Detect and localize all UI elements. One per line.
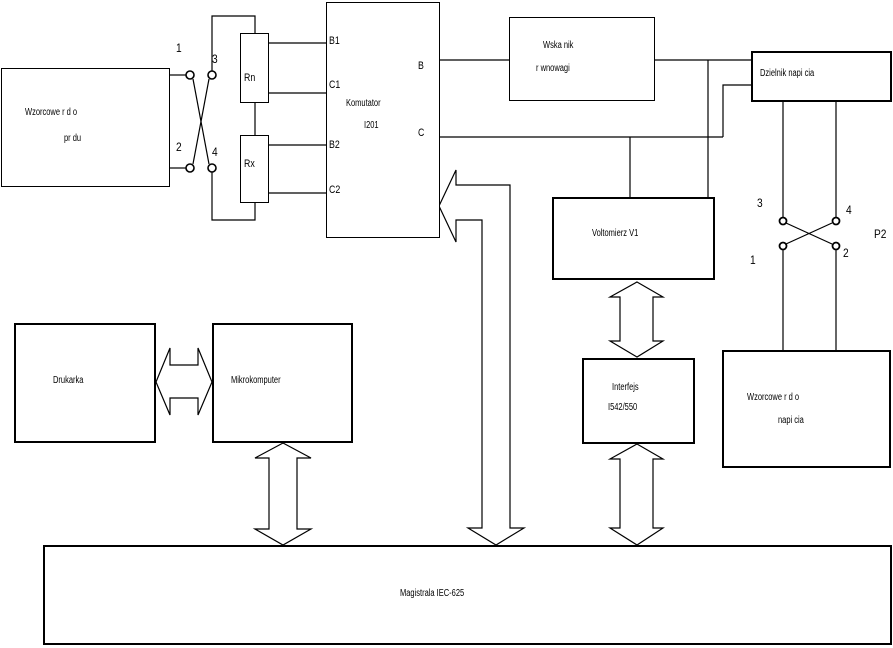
wire-s1-terminal3-to-rn xyxy=(211,15,256,71)
interface-label-line2: I542/550 xyxy=(608,402,638,413)
voltage-source-box xyxy=(722,350,891,468)
microcomputer-box xyxy=(212,323,353,443)
s1-terminal-4-contact xyxy=(207,163,217,173)
interface-box xyxy=(582,358,695,444)
komutator-box xyxy=(326,2,440,238)
voltage-source-label-line2: napi cia xyxy=(778,415,804,426)
voltmeter-label: Voltomierz V1 xyxy=(592,228,639,239)
komutator-terminal-b1: B1 xyxy=(329,35,340,47)
current-source-box xyxy=(1,68,170,187)
s1-cross-wire-3-2 xyxy=(192,78,210,165)
komutator-terminal-c2: C2 xyxy=(329,184,341,196)
s2-terminal-1-label: 1 xyxy=(750,253,756,267)
komutator-terminal-b2: B2 xyxy=(329,139,340,151)
bus-to-komutator-arrow xyxy=(438,169,527,546)
rx-label: Rx xyxy=(244,158,255,170)
komutator-terminal-c: C xyxy=(418,127,425,139)
s2-terminal-4-contact xyxy=(831,216,841,226)
balance-indicator-label-line2: r wnowagi xyxy=(536,63,570,74)
s1-terminal-4-label: 4 xyxy=(212,145,218,159)
printer-label: Drukarka xyxy=(53,375,84,386)
printer-box xyxy=(14,323,156,443)
voltage-divider-box xyxy=(751,51,892,102)
s1-terminal-2-contact xyxy=(185,163,195,173)
s1-terminal-3-label: 3 xyxy=(212,52,218,66)
komutator-terminal-c1: C1 xyxy=(329,79,341,91)
s2-terminal-2-contact xyxy=(831,241,841,251)
s2-cross-wire-4-1 xyxy=(785,222,833,245)
wire-s1-terminal4-to-rx xyxy=(211,172,256,221)
s2-terminal-1-contact xyxy=(778,241,788,251)
rn-label: Rn xyxy=(244,72,256,84)
komutator-title: Komutator xyxy=(346,98,381,109)
s2-terminal-2-label: 2 xyxy=(843,246,849,260)
voltage-source-label-line1: Wzorcowe r d o xyxy=(747,392,800,403)
s1-terminal-3-contact xyxy=(207,70,217,80)
voltmeter-box xyxy=(552,197,715,280)
microcomputer-bus-arrow xyxy=(252,442,314,546)
s1-terminal-1-label: 1 xyxy=(176,41,182,55)
balance-indicator-label-line1: Wska nik xyxy=(543,40,574,51)
current-source-label-line2: pr du xyxy=(64,133,82,144)
voltage-divider-label: Dzielnik napi cia xyxy=(760,68,815,79)
s2-terminal-3-label: 3 xyxy=(757,196,763,210)
komutator-terminal-b: B xyxy=(418,60,424,72)
interface-label-line1: Interfejs xyxy=(612,382,639,393)
bus-box xyxy=(43,545,892,645)
rx-box xyxy=(240,135,269,203)
balance-indicator-box xyxy=(509,17,655,101)
bus-label: Magistrala IEC-625 xyxy=(400,588,465,599)
rn-box xyxy=(240,33,269,103)
komutator-model: I201 xyxy=(364,120,379,131)
interface-bus-arrow xyxy=(607,443,666,546)
wire-c-to-divider xyxy=(722,84,751,137)
voltmeter-interface-arrow xyxy=(607,281,666,358)
s2-terminal-3-contact xyxy=(778,216,788,226)
current-source-label-line1: Wzorcowe r d o xyxy=(25,107,78,118)
s2-name-label: P2 xyxy=(874,227,887,241)
s1-terminal-1-contact xyxy=(185,70,195,80)
printer-microcomputer-arrow xyxy=(155,347,213,416)
microcomputer-label: Mikrokomputer xyxy=(231,375,281,386)
s2-terminal-4-label: 4 xyxy=(846,203,852,217)
s1-terminal-2-label: 2 xyxy=(176,140,182,154)
